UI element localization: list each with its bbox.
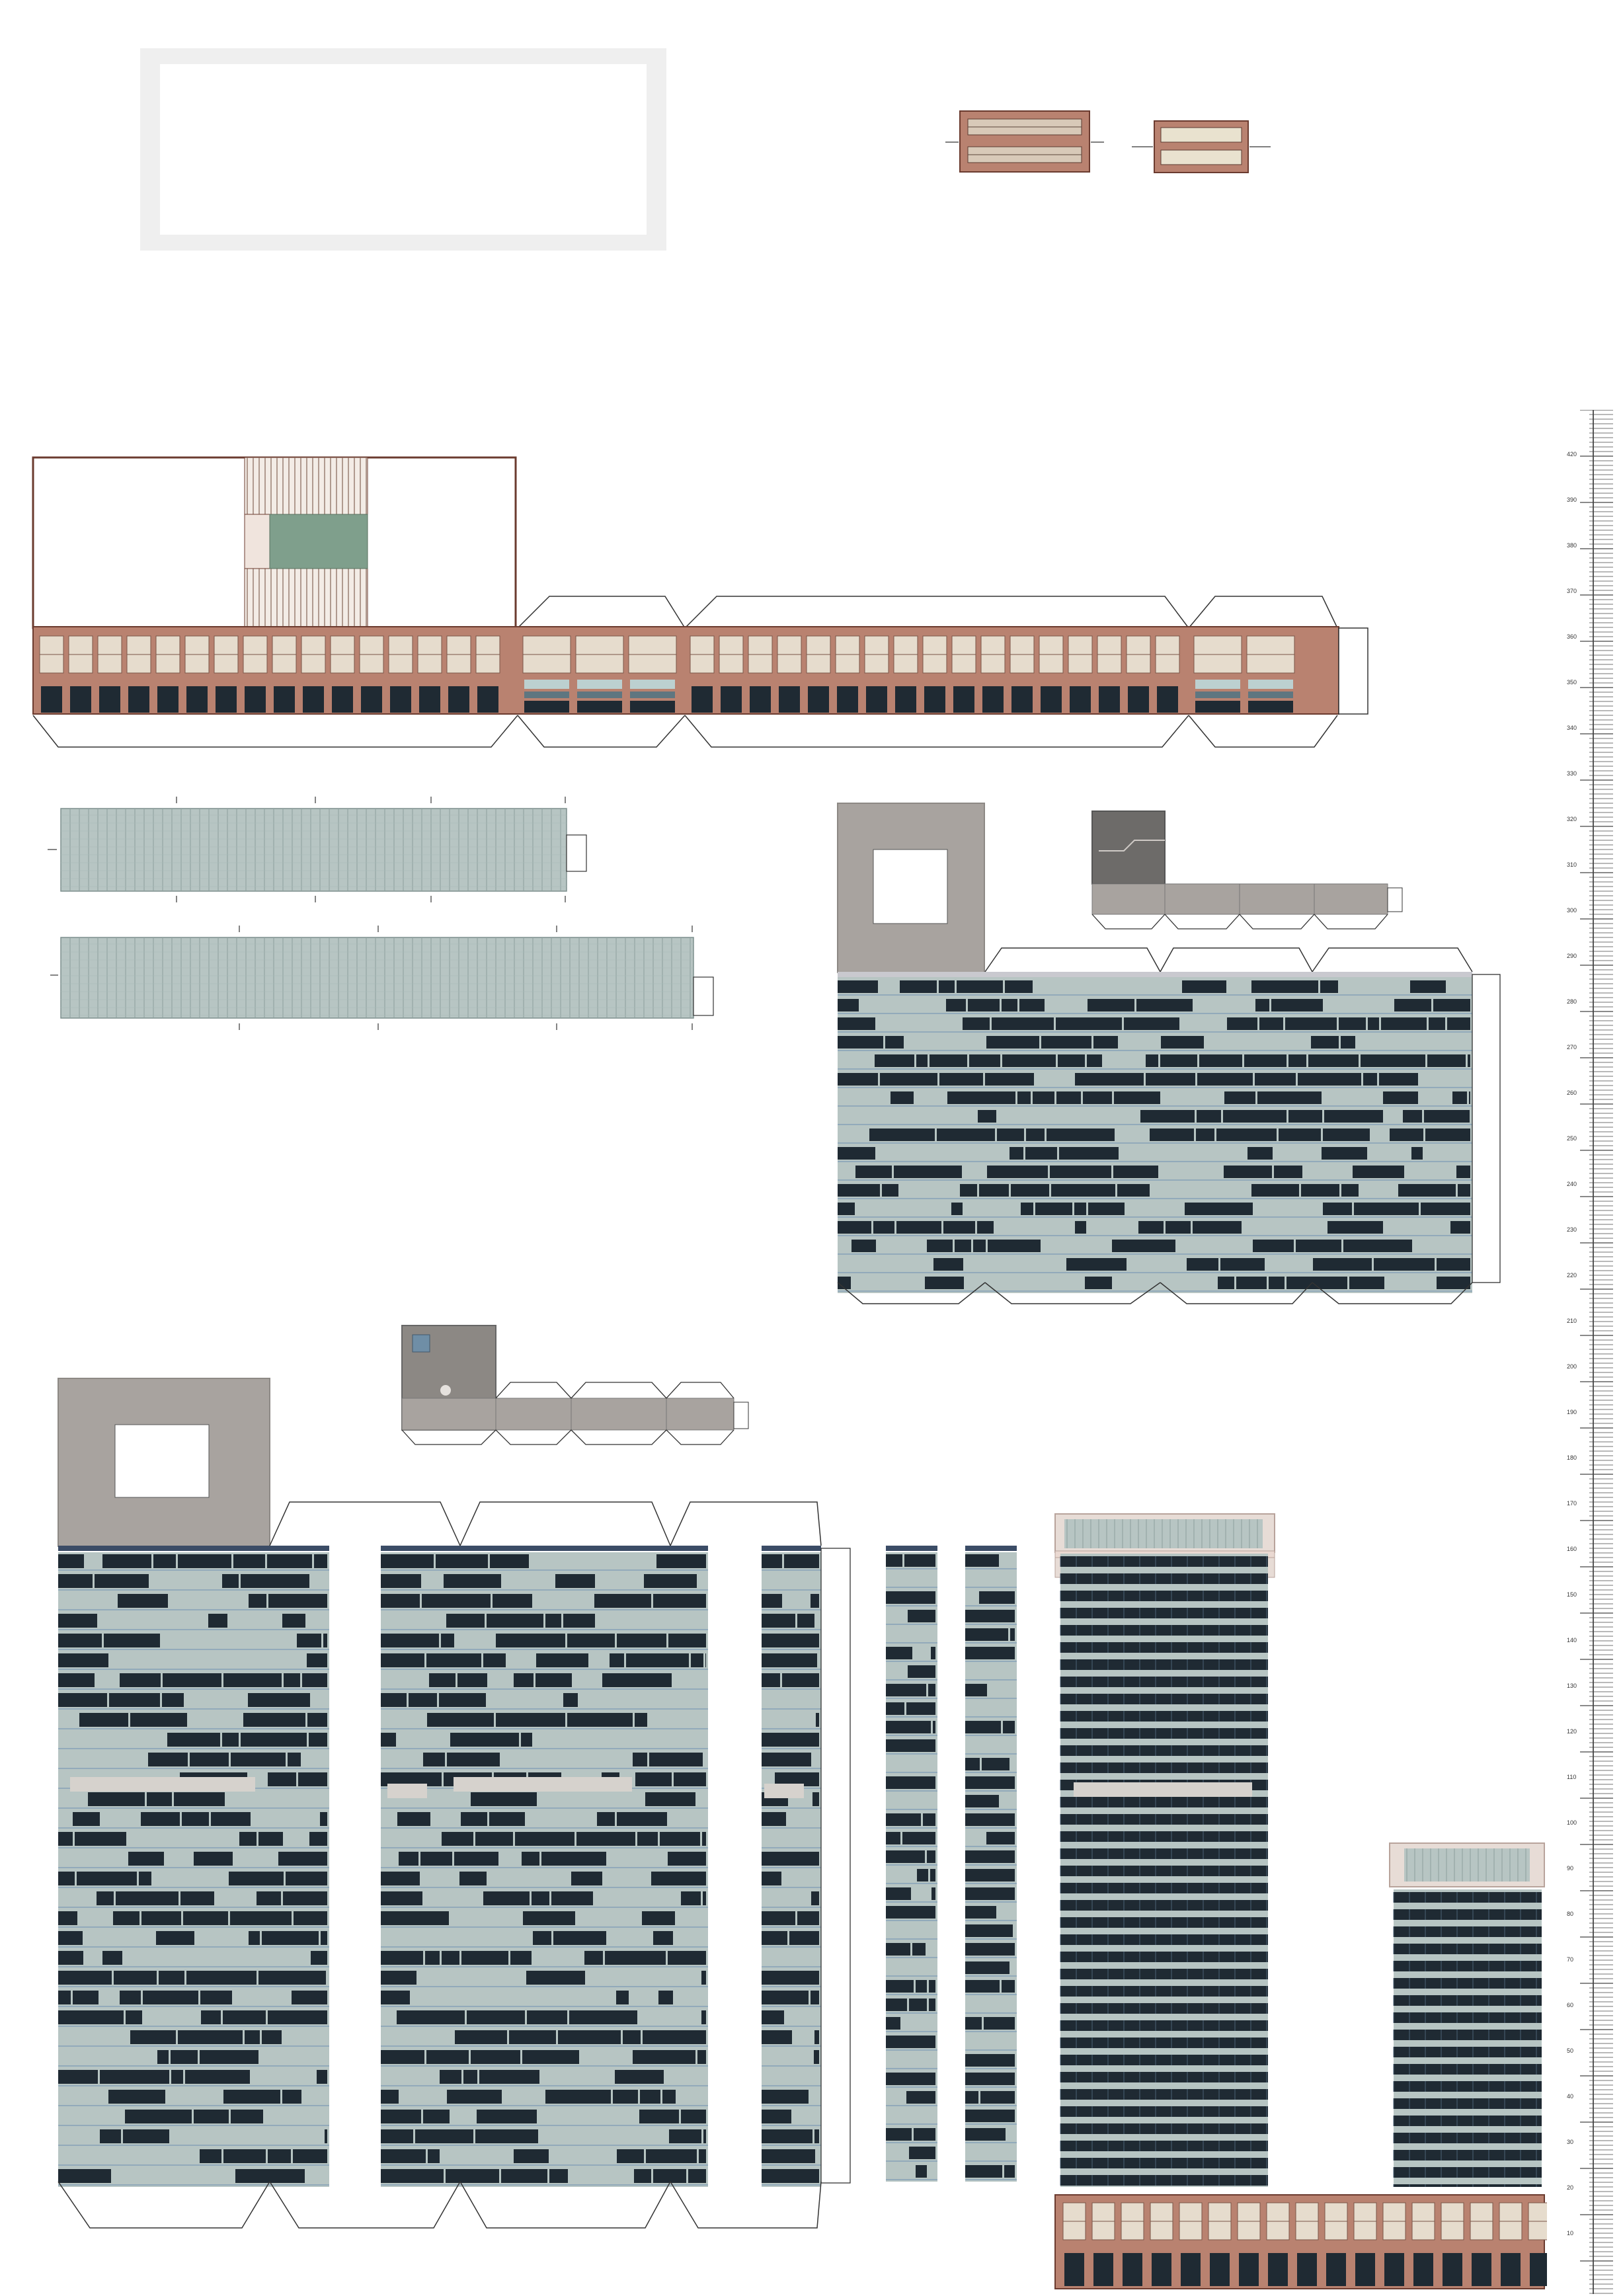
ruler-label: 180 [1567, 1454, 1577, 1461]
ruler-label: 370 [1567, 588, 1577, 594]
ruler-label: 270 [1567, 1044, 1577, 1050]
narrow-column-strip-a-drawing [886, 1546, 937, 2182]
brick-podium-drawing [1054, 2194, 1547, 2289]
tower-a-facade-drawing [837, 947, 1501, 1304]
tower-b-penthouse-drawing [401, 1325, 749, 1445]
ruler-label: 110 [1567, 1774, 1576, 1780]
ruler-label: 290 [1567, 953, 1577, 959]
ruler-label: 100 [1567, 1819, 1577, 1826]
tower-a-roof-plan [836, 802, 986, 974]
glass-roof-strip-lower-drawing [50, 926, 714, 1030]
tall-tower-drawing [1054, 1513, 1275, 2187]
tower-a-facade [836, 945, 1504, 1309]
ruler-label: 70 [1567, 1956, 1573, 1963]
tower-a-roof-plan-drawing [837, 803, 985, 973]
ruler-label: 420 [1567, 451, 1577, 457]
ruler-label: 320 [1567, 816, 1577, 822]
tall-tower-with-crown [1054, 1513, 1276, 2187]
tower-b-roof-plan [57, 1377, 271, 1548]
ruler-label: 210 [1567, 1318, 1577, 1324]
scale-ruler: 420 390 380 370 360 350 340 330 320 310 300 290 280 2… [1567, 410, 1623, 2294]
narrow-column-strip-b [964, 1546, 1018, 2184]
long-brick-facade-drawing [32, 456, 1368, 748]
ruler-label: 140 [1567, 1637, 1577, 1643]
ruler-label: 380 [1567, 542, 1577, 549]
small-brick-block-b-drawing [1132, 120, 1271, 173]
ruler-label: 360 [1567, 633, 1577, 640]
tower-a-penthouse [1091, 810, 1408, 935]
tower-b-facade [57, 1501, 870, 2235]
ruler-label: 260 [1567, 1089, 1577, 1096]
ruler-label: 390 [1567, 496, 1577, 503]
ruler-label: 60 [1567, 2002, 1573, 2008]
tower-b-roof-plan-drawing [58, 1378, 270, 1547]
ruler-label: 20 [1567, 2184, 1573, 2191]
brick-podium-bottom [1054, 2194, 1547, 2293]
narrow-column-strip-a [885, 1546, 939, 2184]
ruler-label: 130 [1567, 1682, 1577, 1689]
ruler-label: 120 [1567, 1728, 1577, 1735]
ruler-label: 230 [1567, 1226, 1577, 1233]
ruler-label: 160 [1567, 1546, 1577, 1552]
glass-roof-strip-upper-drawing [48, 797, 587, 902]
ruler-label: 250 [1567, 1135, 1577, 1142]
ruler-label: 200 [1567, 1363, 1577, 1370]
tower-b-facade-drawing [58, 1501, 851, 2229]
ruler-label: 240 [1567, 1181, 1577, 1187]
scale-ruler-drawing: 420 390 380 370 360 350 340 330 320 310 300 290 280 2… [1567, 410, 1613, 2294]
tower-b-penthouse [401, 1324, 758, 1450]
short-tower-drawing [1389, 1842, 1545, 2187]
ruler-label: 330 [1567, 770, 1577, 777]
tower-a-penthouse-drawing [1091, 811, 1403, 930]
ruler-label: 350 [1567, 679, 1577, 686]
ruler-label: 10 [1567, 2230, 1573, 2237]
short-tower-with-crown [1388, 1842, 1547, 2187]
glass-roof-strip-lower [48, 926, 722, 1038]
ruler-label: 150 [1567, 1591, 1577, 1598]
ruler-label: 220 [1567, 1272, 1577, 1279]
glass-roof-strip-upper [48, 797, 596, 909]
ruler-label: 340 [1567, 725, 1577, 731]
ruler-label: 90 [1567, 1865, 1573, 1872]
long-brick-facade-strip [32, 456, 1374, 754]
ruler-label: 190 [1567, 1409, 1577, 1415]
narrow-column-strip-b-drawing [965, 1546, 1017, 2182]
small-brick-block-a-drawing [945, 110, 1104, 173]
small-brick-block-a [945, 106, 1104, 178]
ruler-label: 170 [1567, 1500, 1577, 1507]
ruler-label: 50 [1567, 2047, 1573, 2054]
ruler-label: 80 [1567, 1911, 1573, 1917]
ruler-label: 300 [1567, 907, 1577, 914]
ruler-label: 30 [1567, 2139, 1573, 2145]
ruler-label: 280 [1567, 998, 1577, 1005]
small-brick-block-b [1132, 116, 1284, 175]
blank-label-area [160, 64, 647, 235]
ruler-label: 310 [1567, 861, 1577, 868]
blank-label-frame [140, 48, 666, 251]
ruler-label: 40 [1567, 2093, 1573, 2100]
